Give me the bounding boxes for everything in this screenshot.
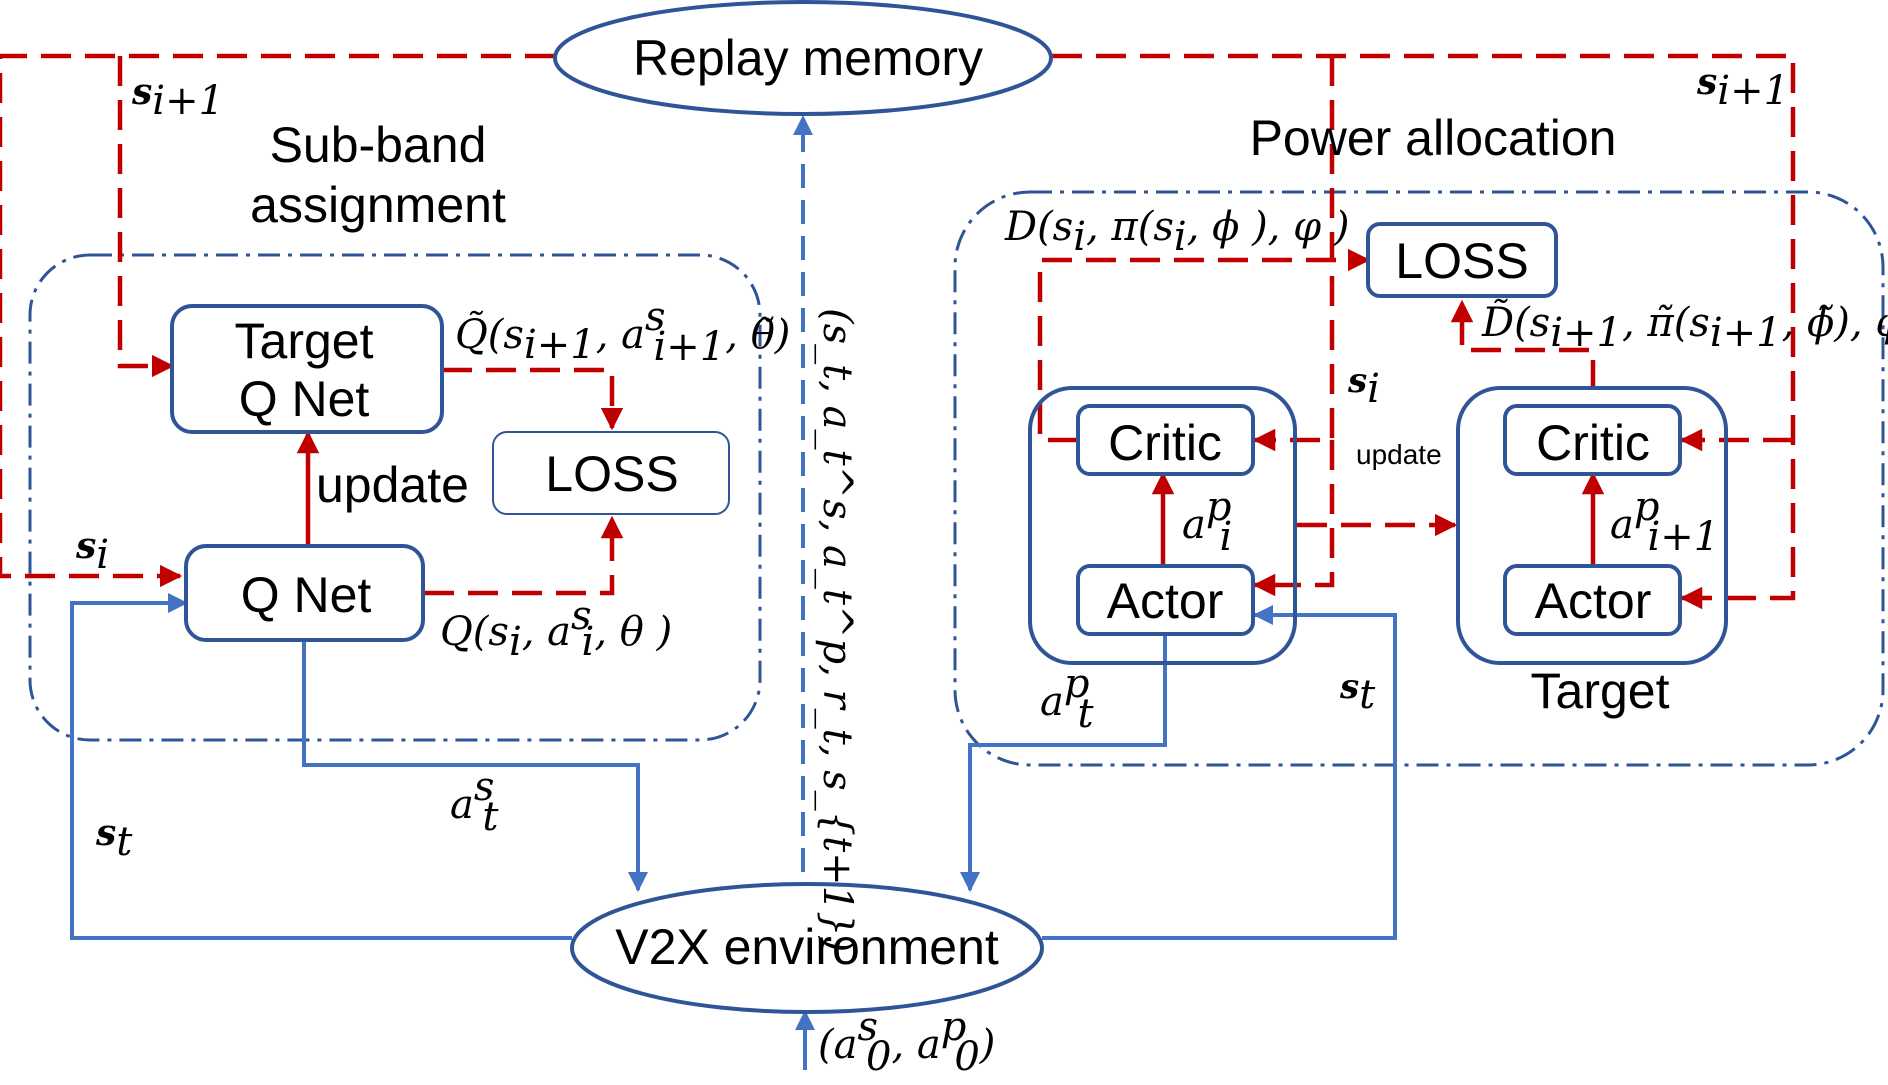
target-group-label: Target [1531, 663, 1670, 719]
red-flow-lines [0, 53, 1796, 610]
loss-right-box [1366, 222, 1558, 298]
q-net-label: Q Net [241, 567, 372, 623]
subband-label-1: Sub-band [270, 117, 487, 173]
loss-left-box [492, 431, 730, 515]
s-t-left-label: st [95, 812, 133, 865]
d-tilde-label: D̃(si+1, π̃(si+1, ϕ̃), φ̃) [1481, 299, 1888, 356]
red-solid-arrows [296, 430, 1605, 566]
s-t-right-label: st [1339, 667, 1376, 718]
critic-target-label: Critic [1536, 415, 1650, 471]
power-allocation-region [953, 190, 1885, 767]
update-right-label: update [1356, 439, 1442, 470]
subband-region [28, 253, 762, 742]
critic-main-box [1076, 404, 1255, 476]
main-actor-critic-group [1028, 386, 1297, 665]
update-left-label: update [316, 457, 469, 513]
subband-label-2: assignment [250, 177, 506, 233]
loss-left-label: LOSS [545, 446, 678, 502]
critic-main-label: Critic [1108, 415, 1222, 471]
transition-tuple-label: (s_t, a_t^s, a_t^p, r_t, s_{t+1}) [814, 308, 860, 952]
s-i-right-label: si [1347, 361, 1380, 412]
actor-main-box [1076, 564, 1255, 636]
actor-target-box [1503, 564, 1682, 636]
s-i1-left-label: si+1 [131, 71, 224, 124]
q-net-box [184, 544, 425, 642]
actor-target-label: Actor [1535, 573, 1652, 629]
loss-right-label: LOSS [1395, 233, 1528, 289]
d-function-label: D(si, π(si, ϕ ), φ ) [1004, 204, 1349, 260]
actor-main-label: Actor [1107, 573, 1224, 629]
replay-memory-label: Replay memory [633, 30, 983, 86]
target-q-net-label-1: Target [235, 313, 374, 369]
s-i-left-label: si [75, 525, 109, 578]
blue-flow-lines [70, 593, 1397, 1070]
power-allocation-label: Power allocation [1250, 110, 1617, 166]
target-actor-critic-group [1456, 386, 1728, 665]
s-i1-right-label: si+1 [1696, 61, 1789, 114]
target-q-net-label-2: Q Net [239, 371, 370, 427]
v2x-environment-node [570, 882, 1044, 1014]
replay-memory-node [553, 0, 1053, 116]
critic-target-box [1503, 404, 1682, 476]
target-q-net-box [170, 304, 444, 434]
v2x-environment-label: V2X environment [615, 919, 999, 975]
